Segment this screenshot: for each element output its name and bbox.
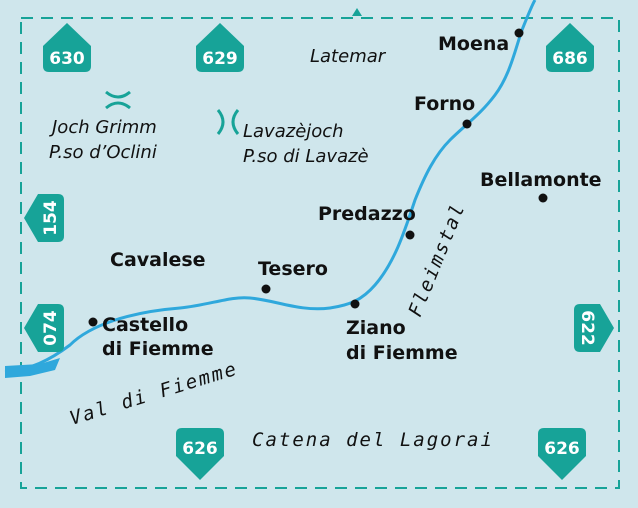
town-ziano-2: di Fiemme bbox=[346, 342, 458, 364]
pass-icon bbox=[105, 90, 240, 135]
town-ziano: Ziano bbox=[346, 317, 406, 339]
svg-text:074: 074 bbox=[41, 310, 61, 346]
town-predazzo: Predazzo bbox=[318, 203, 416, 225]
town-forno: Forno bbox=[414, 93, 475, 115]
peak-icon bbox=[352, 8, 362, 16]
river-avisio bbox=[4, 0, 537, 374]
region-val-di-fiemme: Val di Fiemme bbox=[67, 358, 241, 430]
sheet-badge-074[interactable]: 074 bbox=[24, 304, 64, 352]
sheet-badge-629[interactable]: 629 bbox=[196, 23, 244, 72]
lake bbox=[5, 358, 60, 378]
sheet-badge-686[interactable]: 686 bbox=[546, 23, 594, 72]
sheet-badge-626-west[interactable]: 626 bbox=[176, 428, 224, 480]
svg-text:686: 686 bbox=[552, 49, 588, 69]
svg-text:629: 629 bbox=[202, 49, 238, 69]
svg-text:626: 626 bbox=[544, 439, 580, 459]
sheet-badge-154[interactable]: 154 bbox=[24, 194, 64, 242]
peak-latemar: Latemar bbox=[310, 46, 387, 67]
svg-text:154: 154 bbox=[41, 200, 61, 236]
map-boundary bbox=[20, 17, 620, 489]
pass-lavaze: P.so di Lavazè bbox=[243, 146, 369, 167]
svg-text:626: 626 bbox=[182, 439, 218, 459]
pass-lavazejoch: Lavazèjoch bbox=[243, 121, 344, 142]
town-cavalese: Cavalese bbox=[110, 249, 206, 271]
town-tesero: Tesero bbox=[258, 258, 328, 280]
town-bellamonte: Bellamonte bbox=[480, 169, 602, 191]
town-moena: Moena bbox=[438, 33, 509, 55]
sheet-badge-626-east[interactable]: 626 bbox=[538, 428, 586, 480]
svg-text:630: 630 bbox=[49, 49, 85, 69]
town-dots bbox=[88, 28, 548, 327]
sheet-badge-630[interactable]: 630 bbox=[43, 23, 91, 72]
svg-text:622: 622 bbox=[577, 310, 597, 346]
sheet-badge-622[interactable]: 622 bbox=[574, 304, 614, 352]
region-lagorai: Catena del Lagorai bbox=[252, 429, 494, 451]
town-castello: Castello bbox=[102, 314, 188, 336]
pass-oclini: P.so d’Oclini bbox=[49, 142, 157, 163]
pass-joch-grimm: Joch Grimm bbox=[49, 117, 157, 138]
town-castello-2: di Fiemme bbox=[102, 338, 214, 360]
